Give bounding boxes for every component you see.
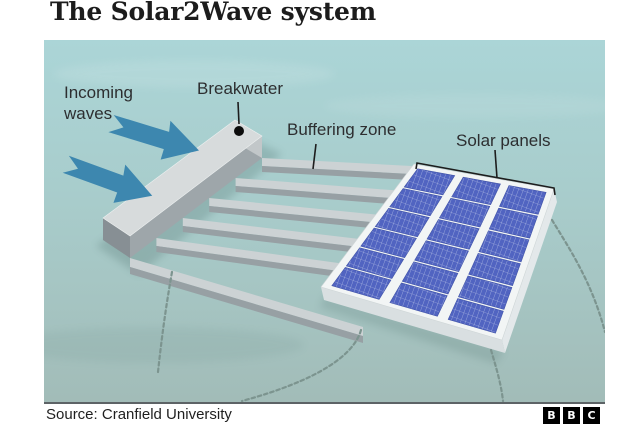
wave-arrow-icon — [62, 114, 199, 203]
breakwater-marker-dot — [234, 126, 244, 136]
breakwater-pointer-line — [237, 101, 240, 125]
page-title: The Solar2Wave system — [50, 0, 377, 26]
bbc-logo-block-3: C — [583, 407, 600, 424]
solar-panels-pointer-bracket — [415, 162, 556, 196]
mooring-chain — [240, 218, 605, 402]
solar-panels-array — [331, 168, 547, 334]
buffering-zone-pointer-line — [312, 143, 317, 170]
bbc-logo-block-1: B — [543, 407, 560, 424]
bbc-logo: B B C — [543, 407, 600, 424]
label-breakwater: Breakwater — [197, 79, 283, 98]
label-buffering-zone: Buffering zone — [287, 120, 397, 139]
solar-panels-pointer-line — [494, 149, 498, 179]
label-pointers — [234, 101, 556, 196]
diagram-canvas: Incoming waves Breakwater Buffering zone… — [44, 40, 605, 404]
source-credit: Source: Cranfield University — [46, 406, 232, 423]
buffering-zone-frame — [130, 158, 430, 343]
bbc-logo-block-2: B — [563, 407, 580, 424]
label-solar-panels: Solar panels — [456, 131, 551, 150]
solar2wave-illustration — [44, 40, 605, 402]
label-incoming-waves: Incoming waves — [64, 83, 133, 123]
mooring-chain — [156, 270, 174, 374]
